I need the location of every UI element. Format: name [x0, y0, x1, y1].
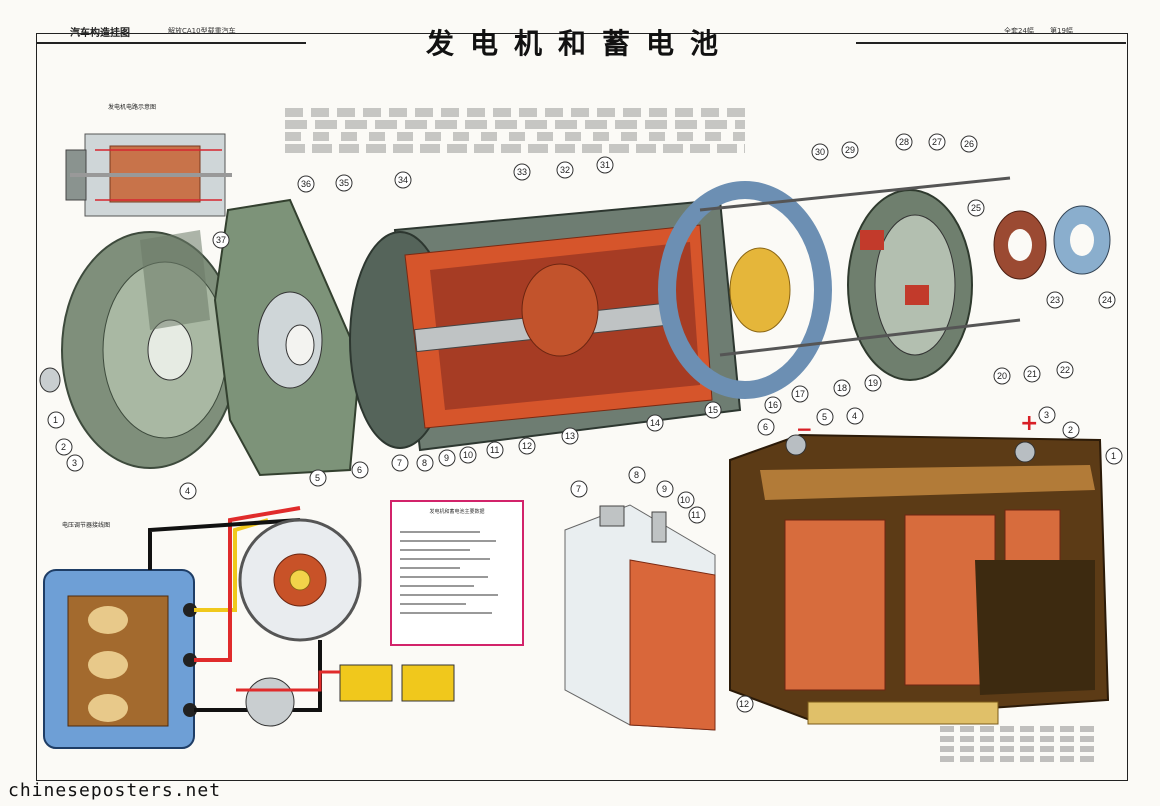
callout-15: 15: [708, 405, 718, 415]
callout-18: 18: [837, 383, 847, 393]
callout-17: 17: [795, 389, 805, 399]
parts-legend-top: [285, 108, 745, 153]
callout-5: 5: [315, 473, 320, 483]
callout-19: 19: [868, 378, 878, 388]
callout-11: 11: [490, 445, 499, 455]
callout-26: 26: [964, 139, 974, 149]
regulator-wiring-drawing: [43, 506, 455, 749]
battery-callout-6: 6: [763, 422, 768, 432]
callout-6: 6: [357, 465, 362, 475]
battery-callout-1: 1: [1111, 451, 1116, 461]
callout-34: 34: [398, 175, 408, 185]
sheet-number: 第19幅: [1050, 27, 1073, 35]
callout-33: 33: [517, 167, 527, 177]
callout-7: 7: [397, 458, 402, 468]
callout-12: 12: [522, 441, 532, 451]
spec-box-title: 发电机和蓄电池主要数据: [429, 509, 485, 515]
callout-36: 36: [301, 179, 311, 189]
callout-22: 22: [1060, 365, 1070, 375]
drive-end-bracket-drawing: [213, 198, 362, 477]
callout-10: 10: [463, 450, 473, 460]
battery-callout-7: 7: [576, 484, 581, 494]
battery-callout-4: 4: [852, 411, 857, 421]
commutator-end-plate-drawing: [847, 189, 1111, 381]
battery-callout-9: 9: [662, 484, 667, 494]
callout-37: 37: [216, 235, 226, 245]
callout-35: 35: [339, 178, 349, 188]
callout-24: 24: [1102, 295, 1112, 305]
through-bolts-drawing: [699, 176, 1021, 357]
set-count: 全套24幅: [1004, 27, 1034, 35]
battery-callout-11: 11: [691, 510, 700, 520]
alternator-inset-drawing: [65, 133, 232, 217]
callout-25: 25: [971, 203, 981, 213]
callout-9: 9: [444, 453, 449, 463]
battery-callouts: 1 2 3 4 5 6 7 8 9 10 11 12: [570, 406, 1123, 713]
callout-32: 32: [560, 165, 570, 175]
small-battery-drawing: [564, 504, 716, 731]
inset-label-alternator: 发电机电路示意图: [108, 104, 157, 111]
callout-31: 31: [600, 160, 610, 170]
battery-callout-8: 8: [634, 470, 639, 480]
header-rule-right: [856, 42, 1126, 44]
callout-1: 1: [53, 415, 58, 425]
watermark: chineseposters.net: [8, 780, 222, 801]
callout-28: 28: [899, 137, 909, 147]
large-battery-drawing: [729, 433, 1110, 725]
callout-16: 16: [768, 400, 778, 410]
battery-callout-2: 2: [1068, 425, 1073, 435]
callout-14: 14: [650, 418, 660, 428]
battery-callout-10: 10: [680, 495, 690, 505]
battery-callout-12: 12: [739, 699, 749, 709]
header-rule-left: [36, 42, 306, 44]
callout-13: 13: [565, 431, 575, 441]
page-title: 发电机和蓄电池: [425, 27, 734, 60]
poster-series-subtitle: 解放CA10型载重汽车: [168, 27, 236, 35]
callout-4: 4: [185, 486, 190, 496]
callout-23: 23: [1050, 295, 1060, 305]
callout-21: 21: [1027, 369, 1037, 379]
generator-callouts: 1 2 3 4 5 6 7 8 9 10 11 12 13 14 15 16 1…: [47, 133, 1116, 500]
specification-box: 发电机和蓄电池主要数据: [390, 500, 524, 646]
negative-terminal-mark: −: [796, 417, 813, 441]
inset-label-regulator: 电压调节器接线图: [62, 522, 111, 529]
positive-terminal-mark: +: [1020, 411, 1038, 436]
callout-3: 3: [72, 458, 77, 468]
battery-callout-3: 3: [1044, 410, 1049, 420]
battery-callout-5: 5: [822, 412, 827, 422]
callout-8: 8: [422, 458, 427, 468]
callout-30: 30: [815, 147, 825, 157]
generator-housing-drawing: [349, 198, 791, 452]
callout-20: 20: [997, 371, 1007, 381]
pulley-fan-drawing: [39, 230, 239, 469]
poster-frame: [36, 33, 1128, 781]
poster-series-title: 汽车构造挂图: [70, 28, 130, 39]
callout-27: 27: [932, 137, 942, 147]
yoke-ring-drawing: [658, 181, 832, 399]
parts-legend-bottom: [940, 726, 1100, 762]
callout-2: 2: [61, 442, 66, 452]
callout-29: 29: [845, 145, 855, 155]
